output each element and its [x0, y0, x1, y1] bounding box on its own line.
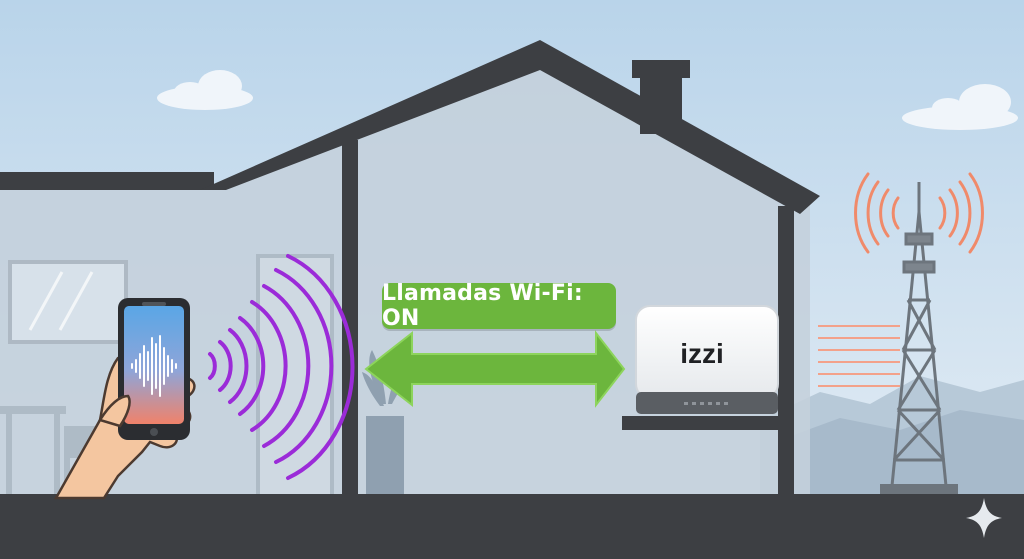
- sparkle-icon: [966, 498, 1002, 538]
- router-shelf: [622, 416, 794, 430]
- cellular-signal-lines: [818, 325, 900, 387]
- router-icon: [635, 305, 779, 414]
- mountains-front: [780, 410, 1024, 500]
- router-brand-label: izzi: [680, 338, 724, 369]
- voice-waveform-icon: [131, 335, 177, 397]
- cloud-icon: [157, 70, 1018, 130]
- house-outline: [0, 40, 1024, 559]
- thumb: [98, 394, 131, 428]
- table: [0, 406, 66, 414]
- wifi-calling-status-banner: Llamadas Wi-Fi: ON: [382, 281, 616, 331]
- cell-tower-icon: [880, 182, 958, 494]
- cellular-waves-icon: [854, 172, 984, 254]
- wifi-waves-icon: [208, 254, 355, 480]
- smartphone-icon: [118, 298, 190, 440]
- door: [256, 254, 334, 498]
- window: [8, 260, 128, 344]
- bidirectional-arrow-icon: [364, 330, 626, 408]
